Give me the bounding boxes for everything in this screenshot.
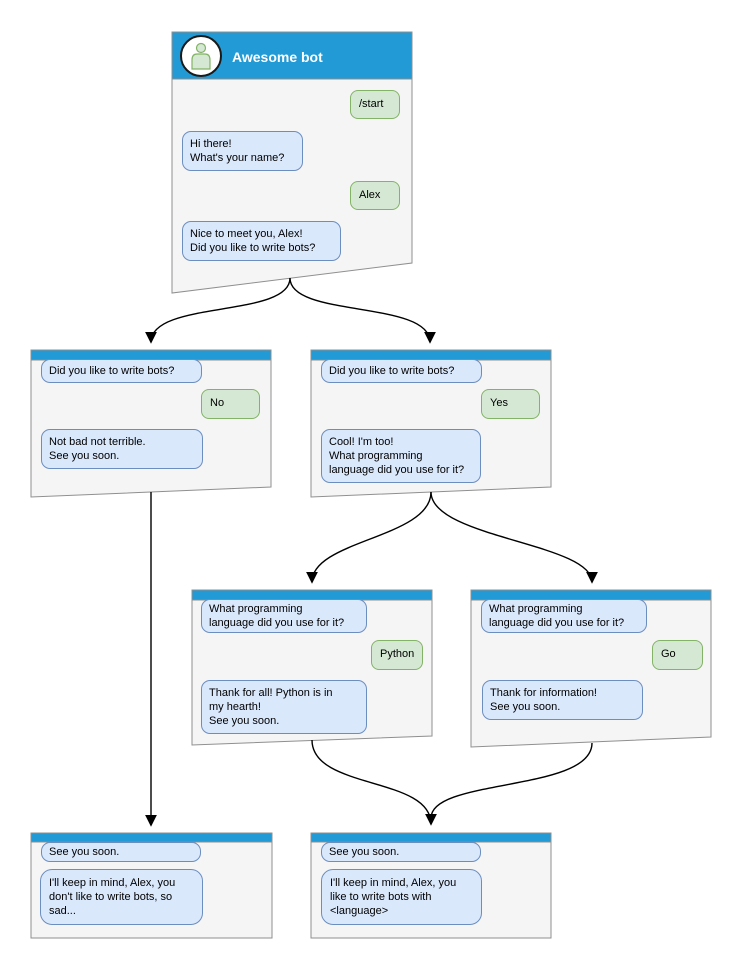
person-icon [191, 42, 211, 70]
bot-message-bubble-not-bad: Not bad not terrible. See you soon. [41, 429, 203, 469]
bot-message-bubble-question-echo: Did you like to write bots? [41, 359, 202, 383]
bot-message-bubble-greeting: Hi there! What's your name? [182, 131, 303, 171]
user-message-bubble-python: Python [371, 640, 423, 670]
bot-message-bubble-see-you-soon: See you soon. [321, 842, 481, 862]
avatar [180, 35, 222, 77]
edge-start-to-yes [289, 277, 436, 344]
user-message-bubble-no: No [201, 389, 260, 419]
edge-go-to-end-yes [430, 742, 593, 819]
bot-message-bubble-cool-im-too: Cool! I'm too! What programming language… [321, 429, 481, 483]
bot-message-bubble-language-echo: What programming language did you use fo… [201, 599, 367, 633]
bot-message-bubble-go-reply: Thank for information! See you soon. [482, 680, 643, 720]
edge-yes-to-go [430, 491, 598, 584]
bot-message-bubble-language-echo: What programming language did you use fo… [481, 599, 647, 633]
bot-message-bubble-python-reply: Thank for all! Python is in my hearth! S… [201, 680, 367, 734]
edge-yes-to-python [306, 491, 432, 584]
edge-start-to-no [145, 277, 291, 344]
bot-message-bubble-nice-to-meet: Nice to meet you, Alex! Did you like to … [182, 221, 341, 261]
bot-name-title: Awesome bot [232, 49, 323, 65]
user-message-bubble-name: Alex [350, 181, 400, 210]
bot-message-bubble-keep-in-mind-no: I'll keep in mind, Alex, you don't like … [40, 869, 203, 925]
bot-message-bubble-question-echo: Did you like to write bots? [321, 359, 482, 383]
user-message-bubble-yes: Yes [481, 389, 540, 419]
user-message-bubble-go: Go [652, 640, 703, 670]
edge-python-to-end-yes [311, 739, 437, 826]
user-message-bubble-start-command: /start [350, 90, 400, 119]
bot-message-bubble-keep-in-mind-yes: I'll keep in mind, Alex, you like to wri… [321, 869, 482, 925]
bot-message-bubble-see-you-soon: See you soon. [41, 842, 201, 862]
